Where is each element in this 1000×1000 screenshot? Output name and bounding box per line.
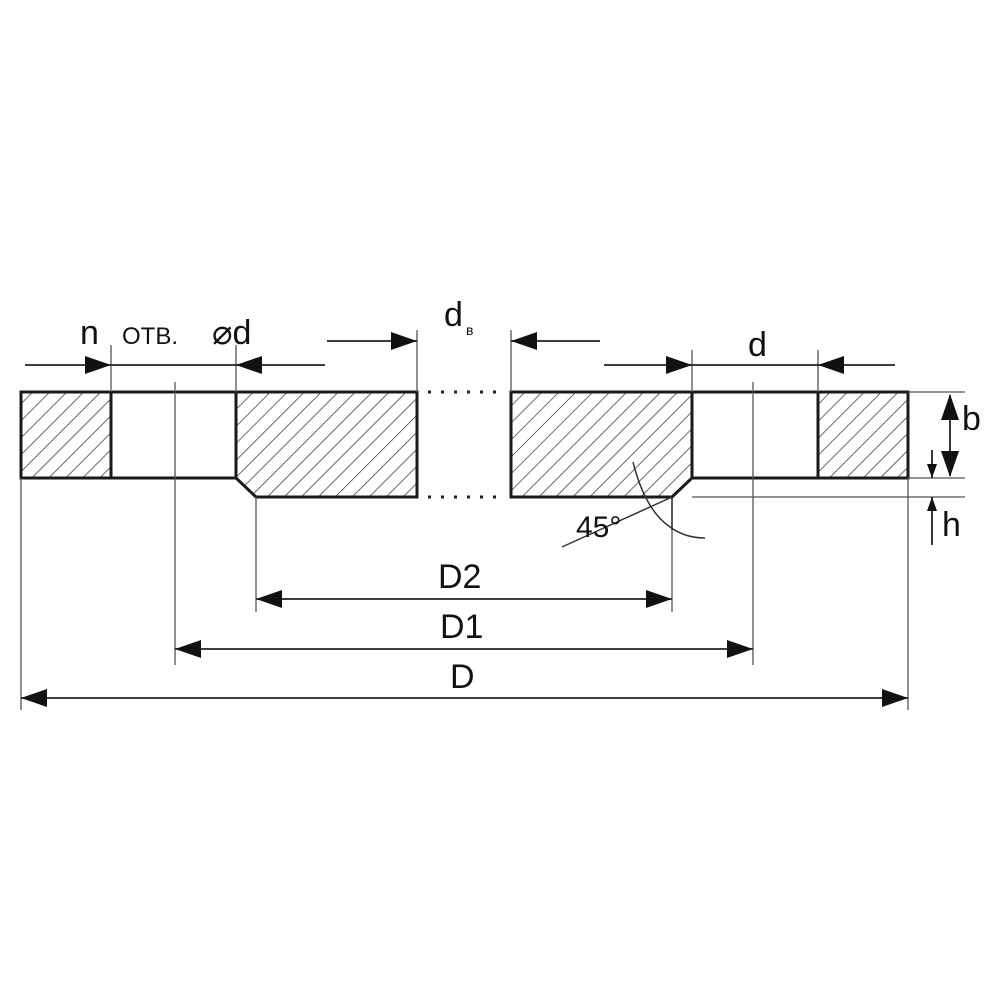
dimension-angle: 45° xyxy=(561,461,706,548)
dimension-d: D xyxy=(21,658,908,707)
right-bolt-hole xyxy=(692,390,818,480)
dimension-chamfer: h xyxy=(927,450,961,545)
dimension-holes: n ОТВ. ⌀d xyxy=(25,314,325,374)
hole-d-label: d xyxy=(748,326,767,364)
holes-otv-label: ОТВ. xyxy=(122,323,178,350)
holes-n-label: n xyxy=(80,314,99,352)
dimension-hole-d: d xyxy=(604,326,895,374)
dimension-thickness: b xyxy=(941,394,981,477)
dimension-d1: D1 xyxy=(175,608,753,658)
dimension-d2: D2 xyxy=(256,558,672,608)
thickness-label: b xyxy=(962,400,981,438)
d-label: D xyxy=(450,658,475,696)
left-bolt-hole xyxy=(111,390,236,480)
angle-label: 45° xyxy=(576,511,621,544)
d1-label: D1 xyxy=(440,608,483,646)
d2-label: D2 xyxy=(438,558,481,596)
right-inner-section xyxy=(509,390,694,499)
bore-label: d xyxy=(444,296,463,334)
extension-lines xyxy=(20,330,965,710)
bore-subscript-label: в xyxy=(466,322,473,338)
holes-diameter-label: ⌀d xyxy=(212,314,251,352)
left-inner-section xyxy=(234,390,419,499)
dimension-bore: d в xyxy=(327,296,600,350)
bore-dotted-edges xyxy=(428,390,505,499)
left-outer-section xyxy=(19,390,113,480)
right-outer-section xyxy=(816,390,910,480)
flange-section xyxy=(19,390,910,499)
chamfer-label: h xyxy=(942,506,961,544)
